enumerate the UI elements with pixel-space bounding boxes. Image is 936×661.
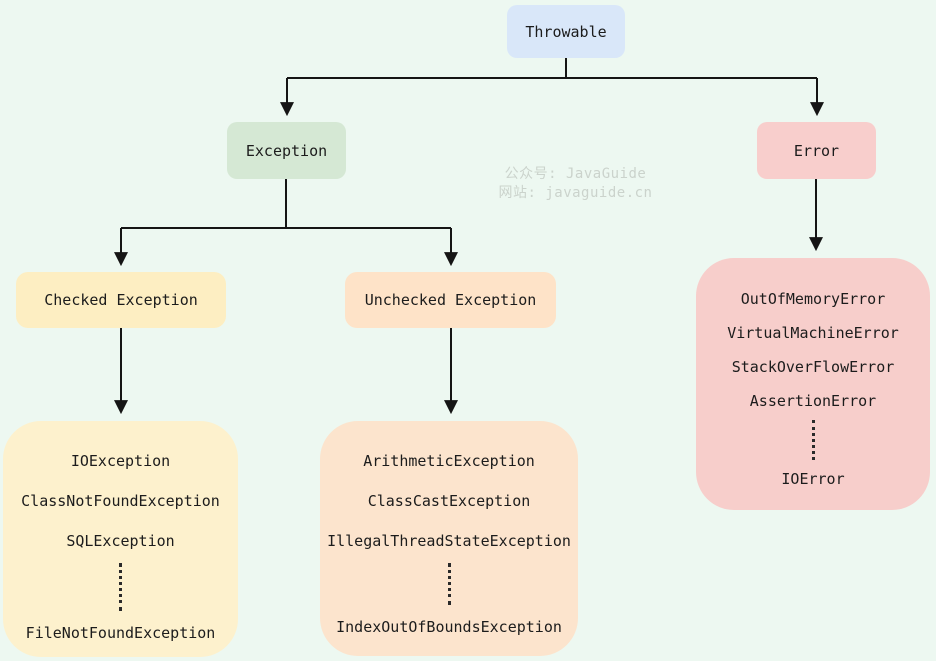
- exception-class-name: IllegalThreadStateException: [327, 532, 571, 550]
- node-unchecked-exception: Unchecked Exception: [345, 272, 556, 328]
- exception-class-name: SQLException: [66, 532, 175, 550]
- node-error: Error: [757, 122, 876, 179]
- node-exception: Exception: [227, 122, 346, 179]
- exception-class-name: FileNotFoundException: [25, 624, 216, 642]
- node-checked-exception: Checked Exception: [16, 272, 226, 328]
- watermark-line-2: 网站: javaguide.cn: [498, 185, 653, 201]
- exception-class-name: IOError: [781, 470, 845, 488]
- exception-class-name: ClassNotFoundException: [21, 492, 220, 510]
- watermark: 公众号: JavaGuide 网站: javaguide.cn: [478, 165, 673, 203]
- watermark-line-1: 公众号: JavaGuide: [504, 166, 647, 182]
- exception-class-name: StackOverFlowError: [731, 358, 895, 376]
- exception-class-name: IndexOutOfBoundsException: [336, 618, 562, 636]
- exception-class-name: IOException: [70, 452, 171, 470]
- exception-class-name: ArithmeticException: [363, 452, 535, 470]
- node-throwable: Throwable: [507, 5, 625, 58]
- exception-class-name: AssertionError: [749, 392, 877, 410]
- exception-class-name: ClassCastException: [367, 492, 531, 510]
- vertical-ellipsis-icon: [119, 563, 122, 611]
- exception-class-name: VirtualMachineError: [727, 324, 899, 342]
- exception-class-name: OutOfMemoryError: [740, 290, 886, 308]
- vertical-ellipsis-icon: [811, 420, 815, 460]
- vertical-ellipsis-icon: [447, 563, 451, 605]
